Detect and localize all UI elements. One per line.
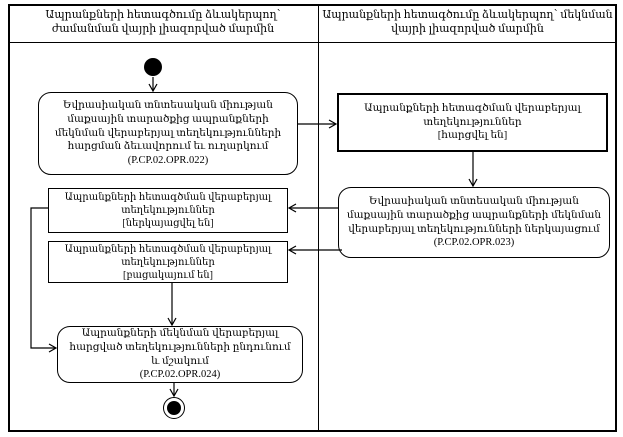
object-state: [հարցվել են] (437, 130, 508, 142)
activity-form-send-request: Եվրասիական տնտեսական միության մաքսային տ… (38, 92, 298, 175)
object-state: [ներկայացվել են] (122, 218, 214, 229)
activity-title: Եվրասիական տնտեսական միության մաքսային տ… (54, 100, 282, 153)
swimlane-divider (318, 4, 319, 432)
final-node-core (167, 401, 181, 415)
initial-node-icon (144, 58, 162, 76)
activity-receive-process: Ապրանքների մեկնման վերաբերյալ հարցված տե… (57, 326, 303, 383)
object-state: [բացակայում են] (123, 269, 213, 281)
activity-code: (P.CP.02.OPR.023) (433, 237, 515, 249)
activity-title: Եվրասիական տնտեսական միության մաքսային տ… (346, 196, 602, 235)
object-title: Ապրանքների հետագծման վերաբերյալ տեղեկութ… (64, 243, 272, 268)
object-info-presented: Ապրանքների հետագծման վերաբերյալ տեղեկութ… (48, 188, 288, 233)
object-title: Ապրանքների հետագծման վերաբերյալ տեղեկութ… (364, 103, 581, 128)
swimlane-header-departure-authority: Ապրանքների հետագծումը ձևակերպող՝ մեկնման… (322, 9, 613, 35)
final-node-icon (163, 397, 185, 419)
diagram-frame (8, 4, 617, 432)
activity-present-info: Եվրասիական տնտեսական միության մաքսային տ… (338, 187, 610, 258)
activity-title: Ապրանքների մեկնման վերաբերյալ հարցված տե… (69, 328, 291, 367)
swimlane-header-arrival-authority: Ապրանքների հետագծումը ձևակերպող՝ ժամանմա… (45, 9, 281, 35)
object-info-absent: Ապրանքների հետագծման վերաբերյալ տեղեկութ… (48, 241, 288, 283)
object-info-requested: Ապրանքների հետագծման վերաբերյալ տեղեկութ… (337, 93, 608, 152)
header-separator (8, 42, 617, 43)
object-title: Ապրանքների հետագծման վերաբերյալ տեղեկութ… (64, 192, 272, 216)
activity-code: (P.CP.02.OPR.022) (127, 154, 209, 166)
activity-code: (P.CP.02.OPR.024) (139, 369, 221, 381)
